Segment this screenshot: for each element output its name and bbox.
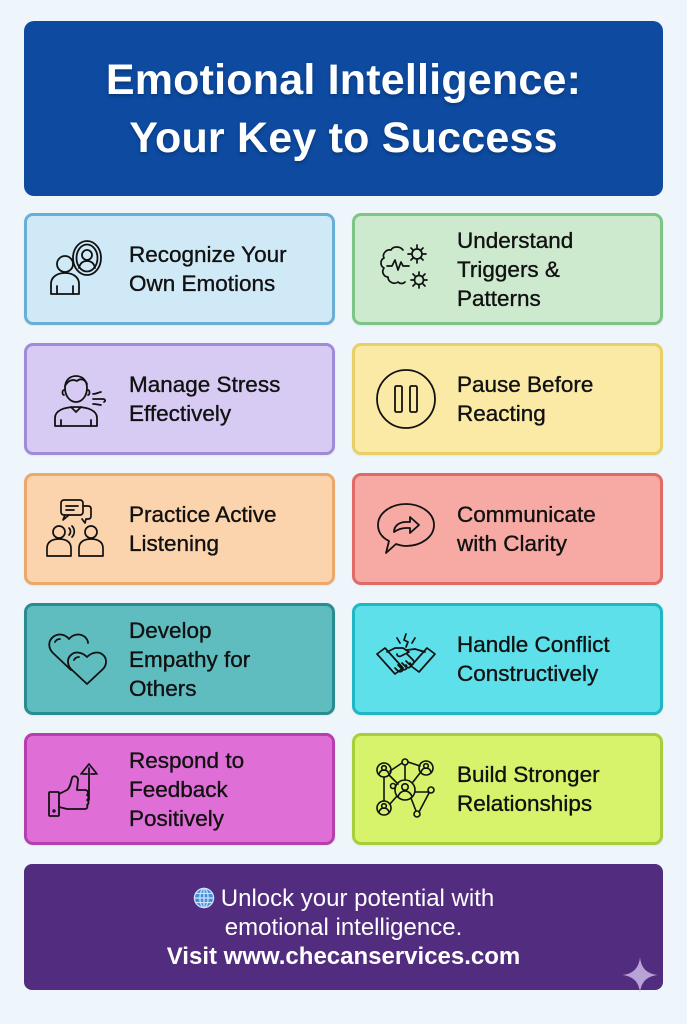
- footer-line-2: emotional intelligence.: [224, 913, 463, 941]
- title-line-2: Your Key to Success: [129, 113, 558, 162]
- call-to-action-banner: Unlock your potential with emotional int…: [24, 864, 663, 990]
- person-mirror-icon: [43, 234, 113, 304]
- footer-line-1: Unlock your potential with: [193, 884, 494, 913]
- network-people-icon: [371, 754, 441, 824]
- people-conversation-icon: [43, 494, 113, 564]
- pause-icon: [371, 364, 441, 434]
- title-line-1: Emotional Intelligence:: [105, 55, 582, 104]
- sparkle-icon: [622, 957, 658, 993]
- website-link[interactable]: Visit www.checanservices.com: [166, 942, 521, 970]
- page-title: Emotional Intelligence: Your Key to Succ…: [106, 51, 581, 167]
- brain-gears-icon: [371, 234, 441, 304]
- thumbs-up-arrow-icon: [43, 754, 113, 824]
- speech-bubble-arrow-icon: [371, 494, 441, 564]
- title-banner: Emotional Intelligence: Your Key to Succ…: [24, 21, 663, 196]
- two-hearts-icon: [43, 624, 113, 694]
- globe-icon: [193, 887, 214, 908]
- handshake-icon: [371, 624, 441, 694]
- person-exhale-icon: [43, 364, 113, 434]
